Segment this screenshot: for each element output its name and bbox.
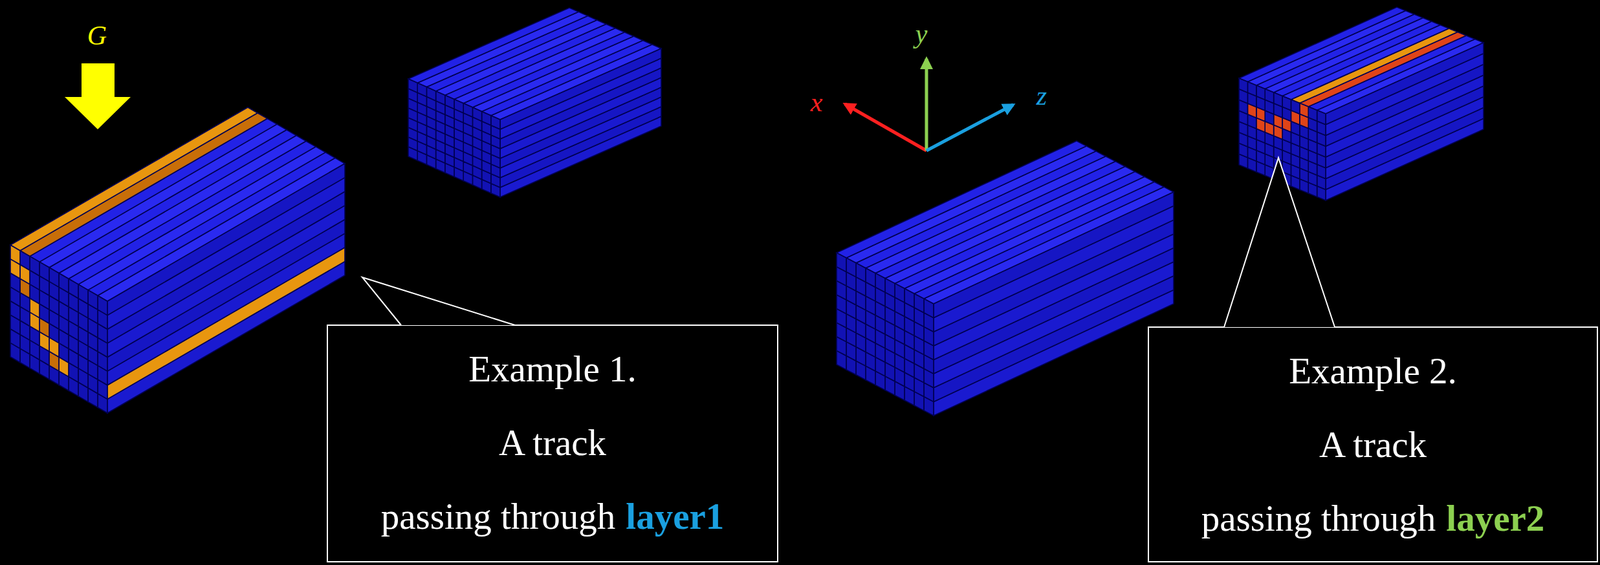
scintillator-bar [914, 293, 924, 314]
callout-box: Example 1. A track passing throughlayer1 [326, 324, 779, 563]
scintillator-bar [10, 107, 258, 252]
scintillator-bar [836, 252, 847, 273]
callout-box: Example 2. A track passing throughlayer2 [1147, 326, 1599, 563]
axis-arrow [925, 58, 929, 151]
scintillator-bar [10, 245, 21, 265]
scintillator-bar [491, 115, 501, 130]
scintillator-bar [933, 219, 1174, 347]
scintillator-bar [472, 107, 482, 121]
callout-line: passing throughlayer1 [328, 480, 778, 554]
callout-line: A track [1149, 408, 1597, 483]
gravity-arrow [64, 63, 131, 130]
scintillator-bar [904, 288, 915, 308]
scintillator-bar [500, 48, 662, 130]
scintillator-bar [58, 273, 69, 294]
callout-pointer [1224, 157, 1335, 328]
scintillator-bar [482, 111, 492, 125]
callout-text: passing through [1201, 498, 1437, 539]
scintillator-bar [865, 268, 876, 288]
scintillator-bar [417, 11, 588, 87]
scintillator-bar [846, 258, 856, 278]
layer-name: layer1 [625, 496, 724, 537]
scintillator-bar [107, 191, 345, 344]
scintillator-bar [87, 290, 98, 310]
scintillator-bar [1256, 85, 1265, 100]
callout-line: passing throughlayer2 [1149, 482, 1597, 556]
scintillator-bar [885, 278, 895, 299]
scintillator-bar [1325, 53, 1484, 136]
scintillator-bar [894, 283, 905, 303]
scintillator-bar [500, 58, 662, 140]
axis-triad [844, 58, 1014, 151]
axis-arrow [926, 104, 1014, 151]
scintillator-bar [426, 16, 597, 92]
callout-pointer [362, 277, 516, 326]
scintillator-bar [408, 78, 418, 93]
callout-text: passing through [381, 496, 616, 537]
scintillator-bar [463, 103, 473, 118]
scintillator-bar [29, 256, 40, 276]
scintillator-bar [417, 82, 427, 97]
callout-line: Example 2. [1149, 334, 1597, 409]
scintillator-bar [1290, 99, 1300, 114]
callout-text: Example 2. [1288, 350, 1458, 392]
axis-label: x [810, 88, 823, 116]
scintillator-bar [836, 141, 1087, 259]
scintillator-bar [1325, 42, 1484, 125]
axis-label: y [915, 20, 928, 48]
scintillator-bar [445, 95, 455, 109]
scintillator-bar [1299, 103, 1309, 118]
scintillator-bar [20, 251, 30, 271]
callout-text: Example 1. [468, 348, 637, 390]
callout-text: A track [498, 422, 607, 464]
scintillator-bar [107, 177, 345, 330]
pointer-fill [362, 277, 516, 326]
scintillator-bar [1264, 89, 1274, 104]
scintillator-bar [1308, 106, 1317, 121]
scintillator-bar [1247, 10, 1414, 87]
callout-text: A track [1319, 424, 1427, 466]
scintillator-bar [426, 87, 436, 101]
gravity-label: G [87, 21, 107, 50]
scintillator-bar [1238, 7, 1406, 83]
scintillator-bar [500, 67, 662, 149]
scintillator-bar [1238, 78, 1248, 93]
layer-name: layer2 [1446, 498, 1545, 539]
axis-label: z [1036, 82, 1047, 110]
callout-line: Example 1. [328, 332, 778, 407]
scintillator-bar [78, 284, 88, 305]
scintillator-bar [97, 295, 108, 316]
scintillator-bar [1247, 82, 1256, 97]
scintillator-bar [923, 298, 934, 319]
pointer-fill [1224, 157, 1335, 328]
scintillator-bar [933, 206, 1174, 333]
scintillator-bar [1273, 92, 1283, 107]
scintillator-bar [933, 192, 1174, 319]
scintillator-bar [39, 262, 50, 282]
scintillator-bar [1282, 96, 1291, 111]
scintillator-bar [436, 91, 446, 105]
scintillator-bar [454, 99, 464, 114]
callout-line: A track [328, 406, 778, 481]
scintillator-bar [1256, 14, 1423, 90]
scintillator-bar [107, 163, 345, 316]
axis-arrow [844, 104, 927, 151]
scintillator-bar [855, 263, 866, 283]
scintillator-bar [875, 273, 886, 294]
scintillator-bar [68, 278, 79, 299]
scintillator-bar [49, 267, 59, 288]
scintillator-bar [408, 7, 579, 83]
scintillator-bar [1317, 110, 1326, 125]
